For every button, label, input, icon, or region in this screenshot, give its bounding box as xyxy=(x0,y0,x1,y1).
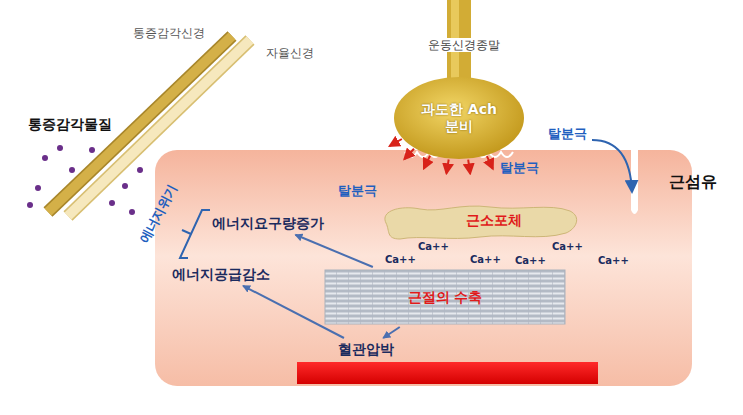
depolarization-arrow xyxy=(592,140,632,192)
ach-release-arrows xyxy=(390,139,493,173)
pain-substance-dot xyxy=(42,155,48,161)
depolarization-label: 탈분극 xyxy=(500,160,539,176)
node-text: 근절의 수축 xyxy=(408,289,483,306)
node-text: 과도한 Ach 분비 xyxy=(417,101,501,135)
calcium-ion: Ca++ xyxy=(598,255,629,267)
bracket-stub xyxy=(182,230,191,234)
depolarization-label: 탈분극 xyxy=(338,183,377,199)
energy-supply-text: 에너지공급감소 xyxy=(172,266,270,283)
node-text: 근섬유 xyxy=(669,172,717,191)
pain-substance-dot xyxy=(57,145,63,151)
node-text: 에너지공급감소 xyxy=(172,266,270,283)
node-text: 근소포체 xyxy=(466,212,522,229)
nerve-name: 자율신경 xyxy=(266,46,314,60)
muscle-fiber: 근섬유근소포체근절의 수축에너지요구량증가에너지공급감소혈관압박 xyxy=(155,150,692,386)
flow-arrow xyxy=(243,286,344,338)
calcium-ion: Ca++ xyxy=(515,255,546,267)
ach-arrow xyxy=(390,139,402,146)
sarcoplasmic-reticulum: 근소포체 xyxy=(380,203,580,241)
flow-arrow xyxy=(383,327,400,338)
calcium-ion: Ca++ xyxy=(418,241,449,253)
pain-substance-dot xyxy=(137,167,143,173)
pain-substance-dot xyxy=(27,202,33,208)
calcium-ion: Ca++ xyxy=(385,254,416,266)
nerve-name: 통증감각신경 xyxy=(133,26,205,40)
pain-substance-dot xyxy=(35,185,41,191)
node-text: 혈관압박 xyxy=(338,341,394,358)
ach-arrow xyxy=(487,156,493,169)
pain-substance-dot xyxy=(129,209,135,215)
energy-crisis-bracket xyxy=(180,210,210,258)
ach-arrow xyxy=(468,160,470,174)
calcium-ion: Ca++ xyxy=(470,254,501,266)
depolarization-label: 탈분극 xyxy=(548,126,587,142)
flow-arrow xyxy=(295,235,372,267)
nerve-name: 운동신경종말 xyxy=(425,38,503,52)
energy-demand-text: 에너지요구량증가 xyxy=(212,215,324,232)
pain-substance-dot xyxy=(122,183,128,189)
pain-substance-dot xyxy=(109,200,115,206)
substance-name: 통증감각물질 xyxy=(28,116,112,133)
vessel-compression-text: 혈관압박 xyxy=(338,341,394,358)
pain-substance-dot xyxy=(69,167,75,173)
ach-arrow xyxy=(424,156,430,169)
blood-vessel xyxy=(297,362,598,384)
ach-arrow xyxy=(404,149,414,159)
calcium-ion: Ca++ xyxy=(552,241,583,253)
node-text: 에너지요구량증가 xyxy=(212,215,324,232)
pain-substance-dots xyxy=(27,145,143,215)
ach-arrow xyxy=(446,159,448,173)
motor-nerve-terminal: 과도한 Ach 분비 xyxy=(393,76,525,160)
pain-substance-dot xyxy=(89,147,95,153)
sarcomere: 근절의 수축 xyxy=(325,270,565,324)
